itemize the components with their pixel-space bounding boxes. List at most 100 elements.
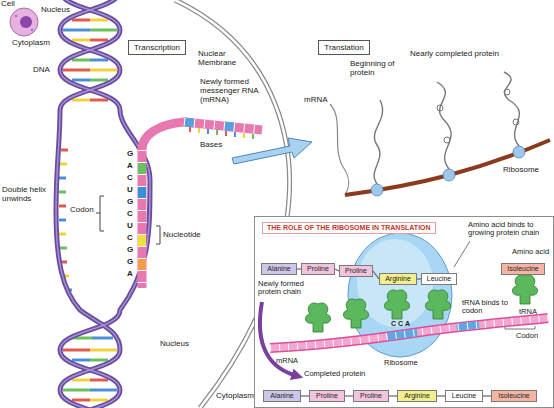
box-text: Proline — [316, 392, 338, 400]
base-letter: G — [127, 258, 133, 267]
text-label: Cell — [1, 0, 15, 9]
cell-icon — [10, 8, 38, 36]
amino-acid-box: Alanine — [261, 263, 297, 275]
dna-helix — [60, 0, 150, 408]
mrna-strand — [189, 127, 191, 132]
dna-helix — [56, 0, 150, 408]
dna-rungs — [90, 29, 117, 32]
text-label: Codon — [516, 332, 538, 340]
base-letter: G — [127, 150, 133, 159]
text-label: Nucleotide — [163, 231, 201, 240]
text-label: Ribosome — [384, 359, 418, 367]
text-label: Codon — [70, 206, 94, 215]
amino-acid-box: Isoleucine — [501, 263, 545, 275]
text-label: Double helix unwinds — [2, 186, 48, 204]
base-letter: U — [127, 222, 133, 231]
dna-rungs — [90, 59, 108, 62]
amino-acid-box: Proline — [353, 390, 389, 402]
mrna-strand — [216, 130, 218, 135]
unwound-bases — [59, 219, 66, 222]
stage-box: Translation — [318, 40, 370, 55]
text-label: Amino acid — [512, 248, 549, 256]
base-letter: C — [127, 234, 133, 243]
text-label: tRNA — [519, 308, 537, 316]
dna-rungs — [63, 389, 90, 392]
box-text: Translation — [324, 43, 363, 52]
base-letter: G — [127, 246, 133, 255]
stage-box: Transcription — [128, 40, 186, 55]
mrna-strand — [234, 132, 236, 137]
dna-rungs — [72, 59, 90, 62]
chain-link — [437, 395, 445, 396]
dna-rungs — [72, 359, 90, 362]
chain-link — [483, 395, 491, 396]
text-label: Cytoplasm — [216, 392, 254, 401]
mrna-strand — [138, 234, 146, 246]
dna-rungs — [90, 19, 108, 22]
unwound-bases — [59, 177, 66, 180]
mrna-strand — [184, 122, 262, 130]
text-label: Beginning of protein — [350, 60, 402, 78]
translation-picture — [437, 82, 451, 169]
translation-picture — [513, 119, 519, 125]
base-letter: U — [127, 186, 133, 195]
box-text: Alanine — [267, 265, 290, 273]
dna-rungs — [90, 39, 108, 42]
text-label: Ribosome — [503, 166, 539, 175]
text-label: tRNA binds to codon — [462, 299, 508, 316]
panel-title: THE ROLE OF THE RIBOSOME IN TRANSLATION — [262, 222, 436, 234]
text-label: mRNA — [304, 96, 328, 105]
dna-rungs — [90, 379, 108, 382]
inset-ground — [254, 216, 554, 408]
box-text: Arginine — [404, 392, 430, 400]
text-label: Amino acid binds to growing protein chai… — [468, 221, 550, 238]
box-text: Isoleucine — [498, 392, 530, 400]
ribosome-inset — [505, 326, 535, 329]
cell-icon — [15, 15, 17, 17]
unwound-bases — [60, 247, 67, 250]
text-label: Nuclear Membrane — [198, 50, 238, 68]
text-label: Bases — [200, 141, 222, 150]
mrna-strand — [142, 122, 262, 288]
text-label: mRNA — [276, 357, 298, 365]
text-label: Nucleus — [41, 6, 70, 15]
translation-picture — [330, 72, 550, 196]
box-text: Arginine — [385, 275, 411, 283]
cell-icon — [20, 16, 32, 28]
dna-rungs — [90, 99, 108, 102]
text-label: DNA — [33, 66, 50, 75]
dna-rungs — [63, 29, 90, 32]
translation-picture — [330, 104, 349, 195]
mrna-strand — [138, 122, 262, 288]
dna-rungs — [72, 379, 90, 382]
base-letter: C — [127, 174, 133, 183]
text-label: Nucleus — [160, 340, 189, 349]
mrna-strand — [138, 186, 146, 198]
unwound-bases — [59, 191, 66, 194]
dna-helix — [56, 0, 120, 408]
unwound-bases — [59, 233, 66, 236]
mrna-strand — [252, 134, 254, 139]
dna-rungs — [63, 349, 90, 352]
unwound-bases — [61, 149, 68, 152]
amino-acid-box: Proline — [339, 265, 373, 277]
bracket — [96, 196, 160, 244]
amino-acid-box: Proline — [301, 263, 335, 275]
box-text: Isoleucine — [507, 265, 539, 273]
amino-acid-box: Isoleucine — [491, 390, 537, 402]
mrna-strand — [184, 122, 262, 130]
dna-rungs — [92, 337, 113, 340]
ribosome-inset — [260, 233, 548, 375]
dna-rungs — [90, 359, 108, 362]
dna-rungs — [72, 99, 90, 102]
amino-acid-box: Alanine — [263, 390, 301, 402]
dna-rungs — [90, 69, 117, 72]
dna-rungs — [72, 399, 90, 402]
translation-picture — [374, 100, 382, 184]
text-label: Newly formed protein chain — [258, 280, 310, 297]
chain-link — [345, 395, 353, 396]
text-label: Newly formed messenger RNA (mRNA) — [200, 78, 264, 104]
translation-picture — [443, 169, 455, 181]
ribosome-inset — [454, 241, 470, 267]
amino-acid-box: Proline — [309, 390, 345, 402]
